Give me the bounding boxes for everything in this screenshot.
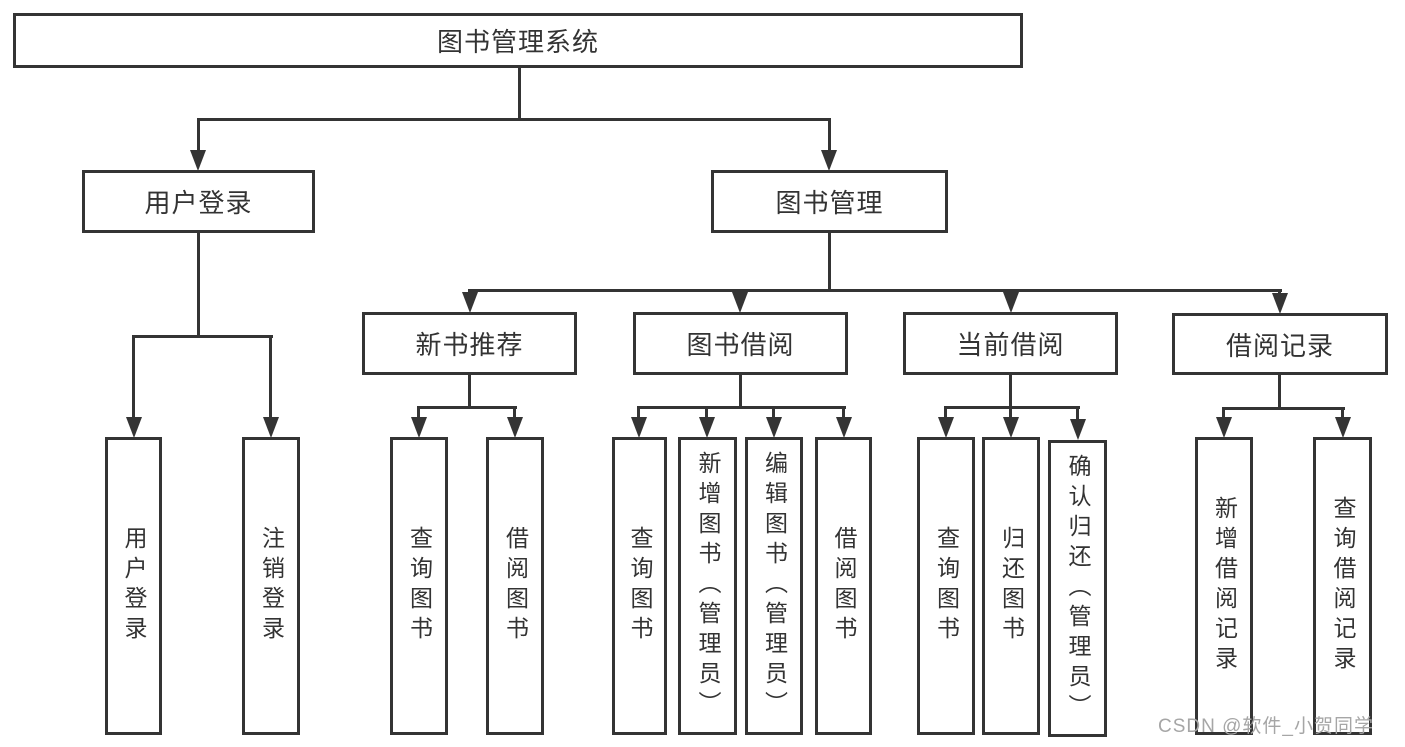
line <box>468 289 1282 292</box>
node-leaf-user-login: 用户登录 <box>105 437 162 735</box>
arrow-down-icon <box>821 150 837 171</box>
line <box>269 335 272 419</box>
node-leaf-query-borrow-record-label: 查询借阅记录 <box>1330 496 1356 676</box>
node-leaf-confirm-return-admin: 确认归还（管理员） <box>1048 440 1107 737</box>
arrow-down-icon <box>507 417 523 438</box>
node-borrow-records: 借阅记录 <box>1172 313 1388 375</box>
node-book-management-label: 图书管理 <box>775 188 884 218</box>
node-leaf-logout-label: 注销登录 <box>258 526 285 646</box>
line <box>1278 375 1281 409</box>
node-book-borrow-label: 图书借阅 <box>686 330 795 360</box>
line <box>828 118 831 152</box>
line <box>197 118 200 152</box>
line <box>944 406 1080 409</box>
line <box>1009 406 1012 419</box>
line <box>197 118 831 121</box>
line <box>739 375 742 408</box>
line <box>1076 406 1079 419</box>
node-leaf-return-book-label: 归还图书 <box>998 526 1025 646</box>
node-leaf-query-books-current: 查询图书 <box>917 437 975 735</box>
line <box>1009 375 1012 408</box>
node-book-borrow: 图书借阅 <box>633 312 848 375</box>
node-user-login: 用户登录 <box>82 170 315 233</box>
node-leaf-borrow-books-borrow: 借阅图书 <box>815 437 872 735</box>
node-user-login-label: 用户登录 <box>144 188 253 218</box>
line <box>197 233 200 337</box>
arrow-down-icon <box>126 417 142 438</box>
node-leaf-borrow-books-newbook-label: 借阅图书 <box>502 526 529 646</box>
line <box>1278 289 1281 296</box>
line <box>1222 407 1225 419</box>
line <box>468 375 471 408</box>
line <box>1222 407 1345 410</box>
arrow-down-icon <box>836 417 852 438</box>
line <box>944 406 947 419</box>
arrow-down-icon <box>1272 293 1288 314</box>
arrow-down-icon <box>1335 417 1351 438</box>
node-borrow-records-label: 借阅记录 <box>1225 330 1334 361</box>
arrow-down-icon <box>699 417 715 438</box>
arrow-down-icon <box>411 417 427 438</box>
node-leaf-edit-book-admin-label: 编辑图书（管理员） <box>761 451 788 721</box>
node-leaf-query-borrow-record: 查询借阅记录 <box>1313 437 1372 735</box>
line <box>417 406 517 409</box>
arrow-down-icon <box>190 150 206 171</box>
node-leaf-add-borrow-record-label: 新增借阅记录 <box>1211 496 1238 676</box>
node-leaf-add-book-admin: 新增图书（管理员） <box>678 437 737 735</box>
node-current-borrow: 当前借阅 <box>903 312 1118 375</box>
arrow-down-icon <box>766 417 782 438</box>
arrow-down-icon <box>263 417 279 438</box>
node-book-management: 图书管理 <box>711 170 948 233</box>
node-leaf-logout: 注销登录 <box>242 437 300 735</box>
arrow-down-icon <box>1070 419 1086 440</box>
node-leaf-return-book: 归还图书 <box>982 437 1040 735</box>
node-leaf-add-book-admin-label: 新增图书（管理员） <box>695 451 721 721</box>
node-leaf-query-books-borrow: 查询图书 <box>612 437 667 735</box>
line <box>828 233 831 291</box>
line <box>772 406 775 419</box>
node-leaf-query-books-newbook-label: 查询图书 <box>406 526 433 646</box>
arrow-down-icon <box>1003 417 1019 438</box>
arrow-down-icon <box>1003 292 1019 313</box>
line <box>132 335 273 338</box>
node-leaf-query-books-current-label: 查询图书 <box>933 526 960 646</box>
line <box>637 406 640 419</box>
node-new-book-recommend-label: 新书推荐 <box>415 330 524 360</box>
line <box>842 406 845 419</box>
line <box>1341 407 1344 419</box>
arrow-down-icon <box>1216 417 1232 438</box>
node-leaf-borrow-books-borrow-label: 借阅图书 <box>831 526 857 646</box>
line <box>518 68 521 120</box>
node-leaf-edit-book-admin: 编辑图书（管理员） <box>745 437 803 735</box>
line <box>417 406 420 419</box>
node-leaf-borrow-books-newbook: 借阅图书 <box>486 437 544 735</box>
node-root: 图书管理系统 <box>13 13 1023 68</box>
node-current-borrow-label: 当前借阅 <box>956 330 1065 360</box>
line <box>638 406 846 409</box>
node-leaf-add-borrow-record: 新增借阅记录 <box>1195 437 1253 735</box>
arrow-down-icon <box>938 417 954 438</box>
node-leaf-confirm-return-admin-label: 确认归还（管理员） <box>1065 453 1091 724</box>
arrow-down-icon <box>732 292 748 313</box>
node-leaf-user-login-label: 用户登录 <box>121 526 147 646</box>
node-leaf-query-books-borrow-label: 查询图书 <box>627 526 653 646</box>
line <box>513 406 516 419</box>
line <box>705 406 708 419</box>
line <box>132 335 135 419</box>
node-leaf-query-books-newbook: 查询图书 <box>390 437 448 735</box>
arrow-down-icon <box>462 292 478 313</box>
node-new-book-recommend: 新书推荐 <box>362 312 577 375</box>
arrow-down-icon <box>631 417 647 438</box>
node-root-label: 图书管理系统 <box>436 27 599 57</box>
csdn-watermark: CSDN @软件_小贺同学 <box>1158 716 1374 737</box>
